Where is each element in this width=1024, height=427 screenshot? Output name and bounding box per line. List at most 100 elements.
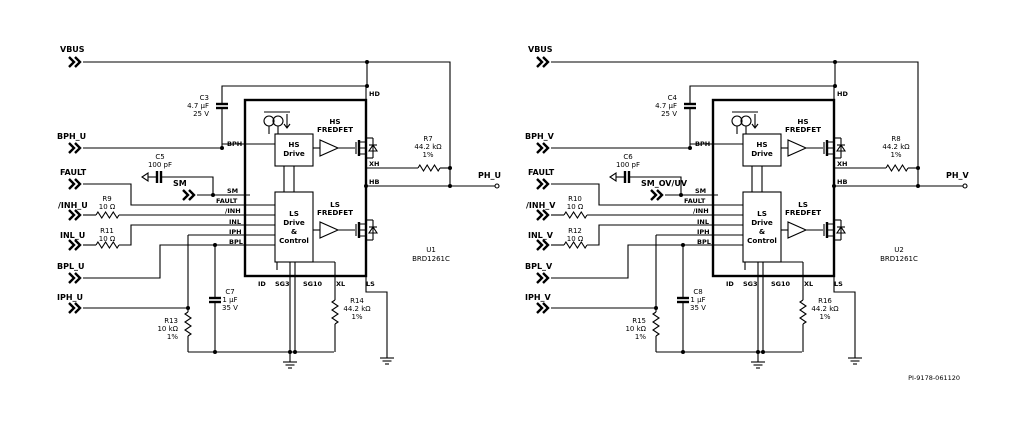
port-chevron — [68, 239, 76, 251]
port-label-inl: INL_U — [60, 231, 85, 240]
chip-label: U2 — [894, 246, 904, 254]
pin-sg10: SG10 — [771, 280, 791, 288]
ls-fredfet-label: LS — [330, 200, 340, 209]
ls-driver-triangle — [319, 221, 340, 239]
junction-dot — [756, 350, 760, 354]
ls-drive-label: Control — [279, 236, 309, 245]
port-chevron — [74, 209, 82, 221]
pin-fault: FAULT — [216, 197, 238, 205]
port-label-vbus: VBUS — [60, 45, 85, 54]
r-inh-label: 10 Ω — [99, 203, 116, 211]
port-label-vbus: VBUS — [528, 45, 553, 54]
junction-dot — [211, 193, 215, 197]
r-inh-label: R10 — [568, 195, 582, 203]
pin-hd: HD — [837, 90, 848, 98]
c-vbus-label: C4 — [668, 94, 678, 102]
ls-drive-label: Drive — [751, 218, 773, 227]
junction-dot — [833, 60, 837, 64]
r-xh-label: 1% — [890, 151, 901, 159]
arrow-head — [751, 123, 759, 129]
pin-fault: FAULT — [684, 197, 706, 205]
hs-driver-triangle — [319, 139, 340, 157]
resistor — [563, 240, 588, 250]
pin-ls: LS — [834, 280, 843, 288]
r-iph-label: 1% — [167, 333, 178, 341]
junction-dot — [213, 350, 217, 354]
r-xl-label: 44.2 kΩ — [811, 305, 839, 313]
port-chevron — [74, 272, 82, 284]
r-xh-label: 44.2 kΩ — [414, 143, 442, 151]
resistor — [563, 210, 588, 220]
port-label-iph: IPH_U — [57, 293, 83, 302]
c-vbus-label: 4.7 µF — [187, 102, 209, 110]
hs-fredfet-label: HS — [329, 117, 340, 126]
r-xl-label: 44.2 kΩ — [343, 305, 371, 313]
pin-id: ID — [258, 280, 266, 288]
port-label-sm: SM_OV/UV — [641, 179, 688, 188]
port-chevron — [656, 189, 664, 201]
resistor — [885, 163, 909, 173]
junction-dot — [761, 350, 765, 354]
output-terminal — [962, 183, 968, 189]
ls-ground-wire — [833, 276, 856, 358]
fet-body — [827, 147, 835, 154]
r-xh-label: 1% — [422, 151, 433, 159]
junction-dot — [448, 184, 452, 188]
c-iph-label: C8 — [693, 288, 702, 296]
ls-fredfet-label: FREDFET — [317, 208, 353, 217]
port-label-iph: IPH_V — [525, 293, 552, 302]
c-iph-label: C7 — [225, 288, 234, 296]
fet-body — [359, 229, 367, 236]
c-sm-wire — [629, 176, 682, 195]
r-inl-label: 10 Ω — [567, 235, 584, 243]
chip-label: U1 — [426, 246, 436, 254]
vbus-wire — [83, 61, 451, 186]
pin-xh: XH — [369, 160, 379, 168]
inl-wire — [119, 224, 275, 246]
port-label-fault: FAULT — [60, 168, 87, 177]
pin-bpl: BPL — [697, 238, 711, 246]
pin-xl: XL — [804, 280, 813, 288]
port-chevron — [542, 272, 550, 284]
port-chevron — [542, 302, 550, 314]
pin-sg3: SG3 — [275, 280, 290, 288]
port-chevron — [536, 239, 544, 251]
ls-ground-wire — [365, 276, 388, 358]
c-vbus-top — [689, 85, 835, 104]
port-chevron — [74, 56, 82, 68]
junction-dot — [448, 166, 452, 170]
port-label-out: PH_V — [946, 171, 970, 180]
ls-drive-label: Drive — [283, 218, 305, 227]
port-chevron — [542, 178, 550, 190]
r-xl-label: 1% — [819, 313, 830, 321]
hs-drive-label: HS — [756, 140, 767, 149]
chip-label: BRD1261C — [880, 255, 918, 263]
port-chevron — [74, 239, 82, 251]
c-sm-label: C6 — [623, 153, 633, 161]
port-label-bpl: BPL_V — [525, 262, 553, 271]
r-iph-label: 1% — [635, 333, 646, 341]
fault-wire — [551, 183, 743, 206]
pin-hb: HB — [837, 178, 847, 186]
pin-sm: SM — [695, 187, 706, 195]
diode-triangle — [835, 144, 847, 152]
junction-dot — [186, 306, 190, 310]
r-iph-label: R13 — [164, 317, 178, 325]
hs-fredfet-label: HS — [797, 117, 808, 126]
junction-dot — [681, 350, 685, 354]
port-chevron — [536, 302, 544, 314]
port-label-fault: FAULT — [528, 168, 555, 177]
resistor — [652, 311, 660, 337]
r-xl-label: 1% — [351, 313, 362, 321]
r-xl-label: R14 — [350, 297, 364, 305]
port-chevron — [542, 209, 550, 221]
junction-dot — [679, 193, 683, 197]
port-label-inh: /INH_U — [58, 201, 88, 210]
pin-hb: HB — [369, 178, 379, 186]
resistor — [417, 163, 441, 173]
vbus-wire — [551, 61, 919, 186]
pin-iph: IPH — [229, 228, 242, 236]
ground-arrow — [141, 171, 149, 183]
